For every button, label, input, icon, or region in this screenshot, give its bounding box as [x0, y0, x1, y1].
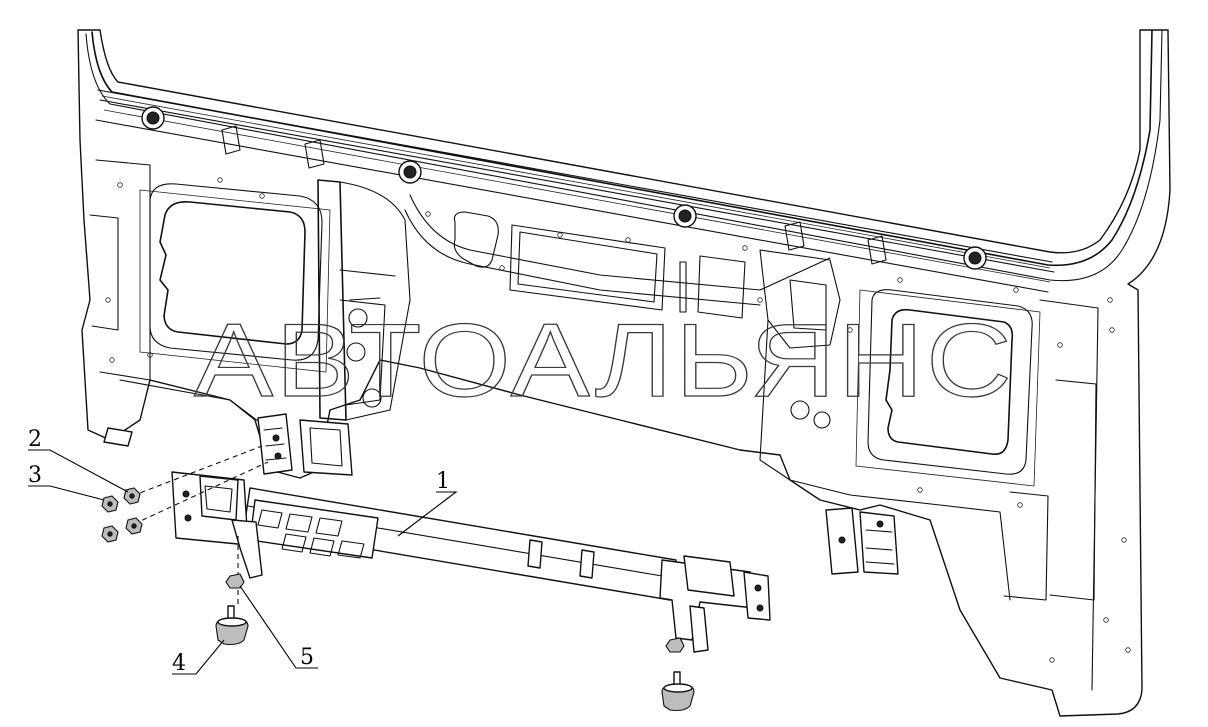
rubber-buffer: [661, 671, 695, 712]
washer: [101, 495, 119, 513]
callout-3: 3: [28, 463, 42, 488]
cross-member: [171, 471, 771, 653]
callout-4: 4: [172, 651, 186, 676]
grommet: [963, 246, 987, 270]
callout-5: 5: [300, 645, 314, 670]
rubber-buffer: [215, 605, 249, 646]
grommet: [398, 160, 422, 184]
grommet: [141, 106, 165, 130]
washer: [101, 525, 119, 543]
watermark: АВТОАЛЬЯНС: [194, 303, 1014, 419]
small-nut: [225, 573, 245, 589]
callout-leaders: [28, 449, 458, 675]
right-hinge-bracket: [825, 507, 899, 575]
small-nut: [665, 637, 685, 653]
cab-rear-panel: [77, 29, 1171, 717]
left-hinge-bracket: [257, 413, 353, 476]
callout-1: 1: [436, 469, 450, 494]
nut: [125, 517, 143, 535]
callout-2: 2: [28, 427, 42, 452]
nut: [123, 487, 141, 505]
grommet: [673, 204, 697, 228]
